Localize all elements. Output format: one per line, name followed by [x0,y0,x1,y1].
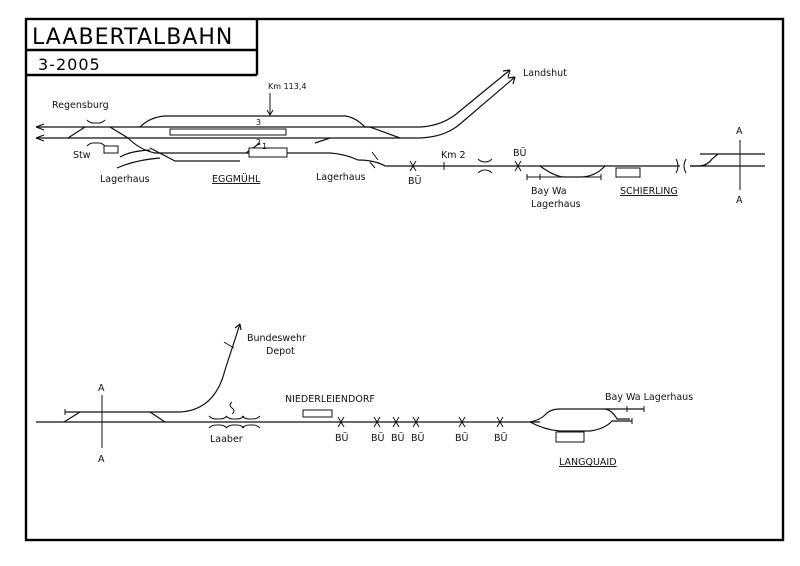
label-bue: BÜ [411,433,425,444]
label-bue-2: BÜ [513,148,527,159]
stw-building [103,145,119,154]
level-crossing-icon [412,416,420,428]
track-3-loop [139,115,366,128]
arrow-icon [507,76,516,85]
label-km-1134: Km 113,4 [268,82,306,91]
bridge-icon [86,142,106,147]
landshut-track-2 [400,76,516,139]
level-crossing-icon [458,416,466,428]
level-crossing-icon [337,416,345,428]
label-bundeswehr: Bundeswehr [247,333,306,344]
label-regensburg: Regensburg [52,100,109,111]
langquaid-track-1 [529,408,630,423]
langquaid-station-building [555,431,585,443]
label-cut-a-bottom: A [736,195,743,206]
label-eggmuehl: EGGMÜHL [212,174,261,185]
label-track-1: 1 [262,142,267,151]
level-crossing-icon [392,416,400,428]
label-cut-a-top-bottom: A [98,383,105,394]
label-bue: BÜ [335,433,349,444]
label-bue-1: BÜ [408,176,422,187]
arrow-left-icon [35,123,45,131]
diagram-title: LAABERTALBAHN [32,25,233,50]
main-line-schierling [357,159,680,167]
label-lagerhaus-right: Lagerhaus [316,172,366,183]
bridge-icon [86,119,106,124]
arrow-left-icon [35,134,45,142]
diagram-date: 3-2005 [38,55,101,74]
label-bue: BÜ [371,433,385,444]
niederleiendorf-station-building [302,409,333,418]
label-km-2: Km 2 [441,150,466,161]
label-bue: BÜ [391,433,405,444]
platform-island [169,128,287,136]
siding [149,147,240,162]
label-landshut: Landshut [523,68,567,79]
label-niederleiendorf: NIEDERLEIENDORF [285,394,375,405]
arrow-icon [234,323,242,331]
label-baywa-1: Bay Wa [531,186,567,197]
label-baywa-2: Lagerhaus [531,199,581,210]
level-crossing-icon [496,416,504,428]
buffer-stop-icon [223,341,235,349]
landshut-track-1 [365,69,511,128]
bundeswehr-track [65,323,241,413]
lagerhaus-marker [369,151,379,169]
diagram-frame [24,17,785,542]
lagerhaus-siding [116,157,161,169]
label-cut-a-bottom-bottom: A [98,454,105,465]
langquaid-track-2 [529,420,632,432]
label-langquaid: LANGQUAID [559,457,617,468]
level-crossing-icon [514,160,522,172]
label-laaber: Laaber [210,434,243,445]
label-bue: BÜ [455,433,469,444]
schierling-station-building [615,167,641,178]
arrow-icon [502,69,511,78]
label-cut-a-top: A [736,126,743,137]
bridge-icon [208,415,261,420]
label-lagerhaus-left: Lagerhaus [100,174,150,185]
label-depot: Depot [266,346,295,357]
river-icon [229,401,235,415]
label-bue: BÜ [494,433,508,444]
label-track-3: 3 [256,118,261,127]
eggmuehl-station-building [248,147,288,158]
level-crossing-icon [373,416,381,428]
label-stw: Stw [73,150,91,161]
level-crossing-icon [409,160,417,172]
label-baywa-lagerhaus: Bay Wa Lagerhaus [605,392,693,403]
bridge-icon [477,158,493,174]
label-track-2: 2 [256,138,261,147]
bridge-icon [208,424,261,429]
track-1 [127,137,359,161]
label-schierling: SCHIERLING [620,186,678,197]
regensburg-tracks [35,119,400,147]
section-break-icon [675,158,687,174]
baywa-siding [539,165,606,178]
